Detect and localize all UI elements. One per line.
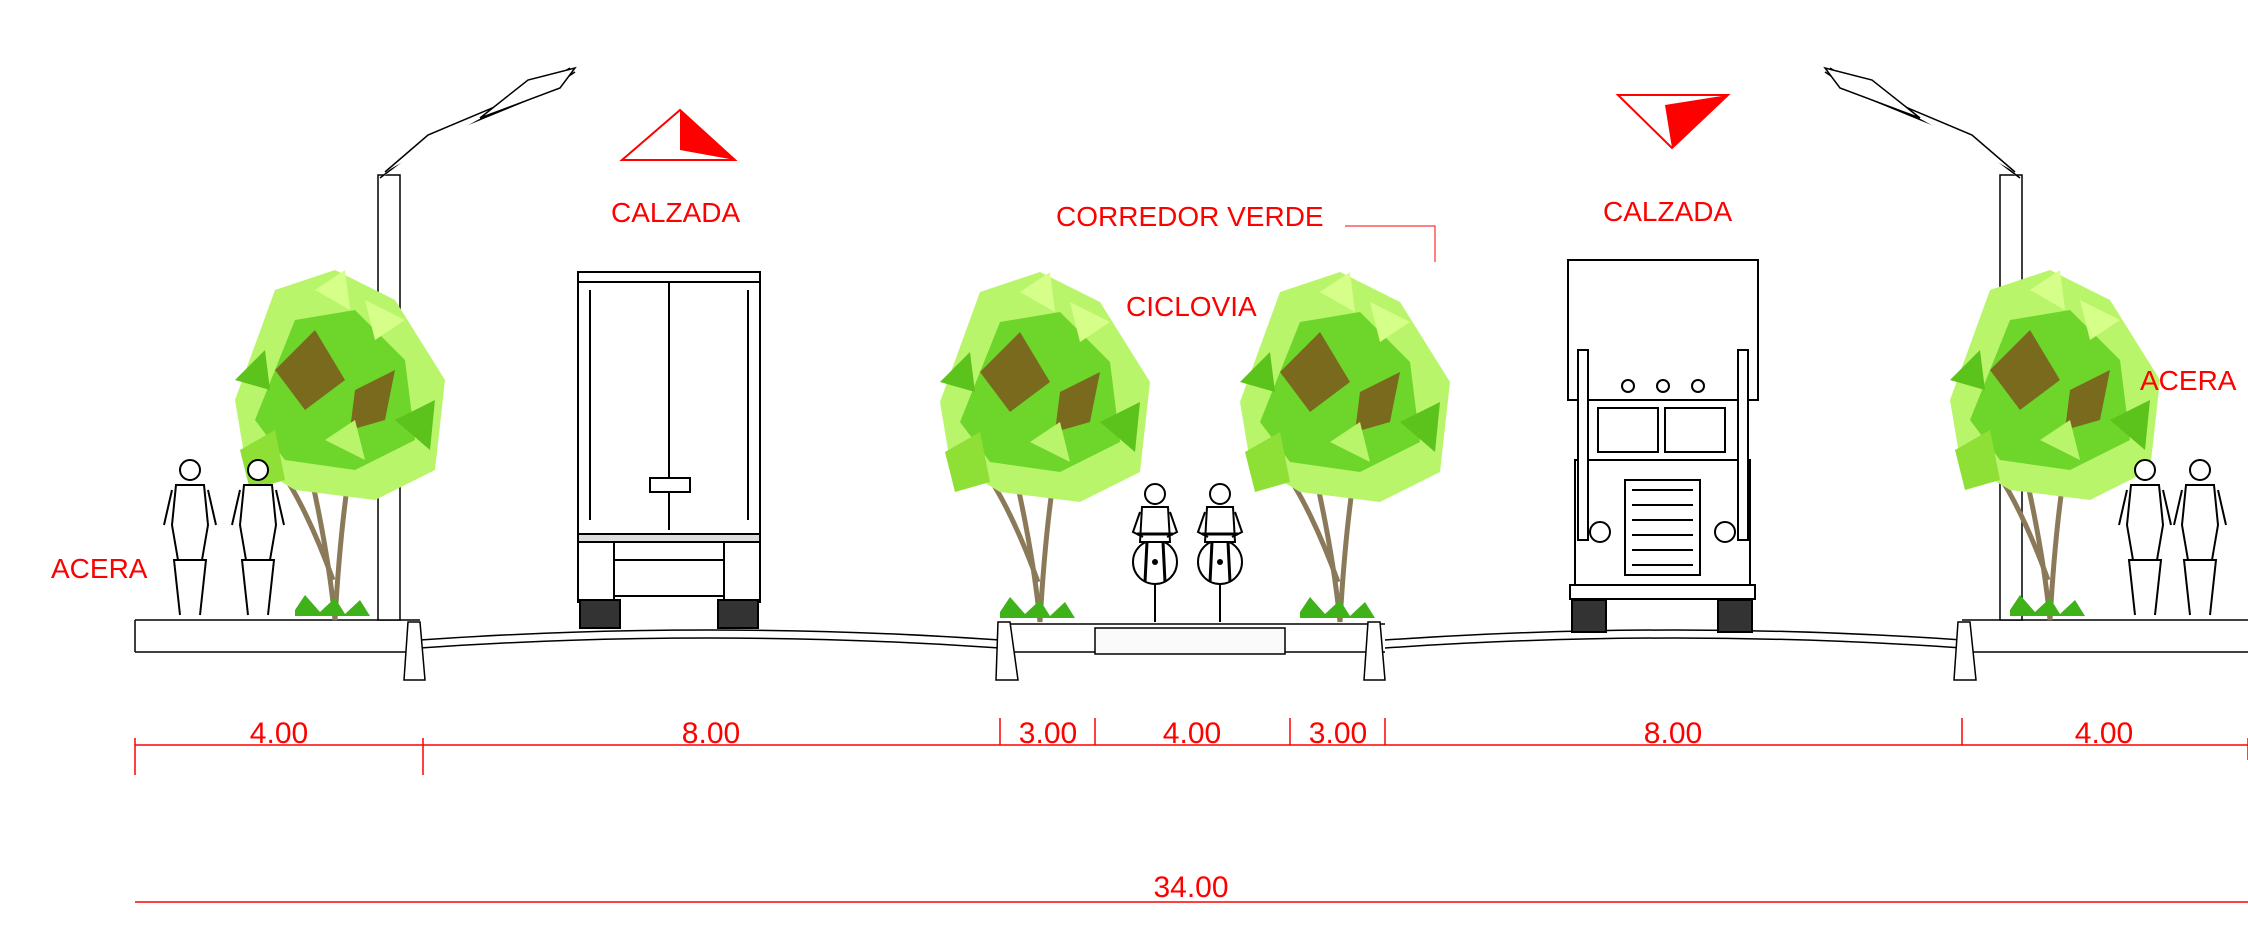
tree-icon [1240,272,1450,622]
pedestrian-icon [2173,459,2227,616]
label-ciclovia: CICLOVIA [1126,291,1257,322]
north-arrow-icon [619,108,738,161]
corredor-leader-line [1345,225,1436,262]
truck-icon [577,271,761,629]
truck-icon [1567,259,1759,633]
dimension-acera-right: 4.00 [2074,717,2134,750]
dimension-calzada-left: 8.00 [681,717,741,750]
north-arrow-icon [1615,94,1731,150]
tree-icon [1950,270,2160,620]
pedestrian-icon [2118,459,2172,616]
dimension-calzada-right: 8.00 [1643,717,1703,750]
dimension-ciclovia: 4.00 [1162,717,1222,750]
dimension-acera-left: 4.00 [249,717,309,750]
dimension-franja-right: 3.00 [1308,717,1368,750]
label-acera-right: ACERA [2140,365,2237,396]
label-corredor-verde: CORREDOR VERDE [1056,201,1324,232]
street-lamp-icon [377,66,577,621]
label-calzada-right: CALZADA [1603,196,1733,227]
ground-profile [134,619,2248,681]
pedestrian-icon [163,459,217,616]
label-calzada-left: CALZADA [611,197,741,228]
dimension-total: 34.00 [1153,871,1229,904]
dimension-lines [134,718,2248,903]
tree-icon [940,272,1150,622]
tree-icon [235,270,445,620]
label-acera-left: ACERA [51,553,148,584]
cyclist-icon [1196,482,1244,624]
dimension-franja-left: 3.00 [1018,717,1078,750]
cyclist-icon [1131,482,1179,624]
